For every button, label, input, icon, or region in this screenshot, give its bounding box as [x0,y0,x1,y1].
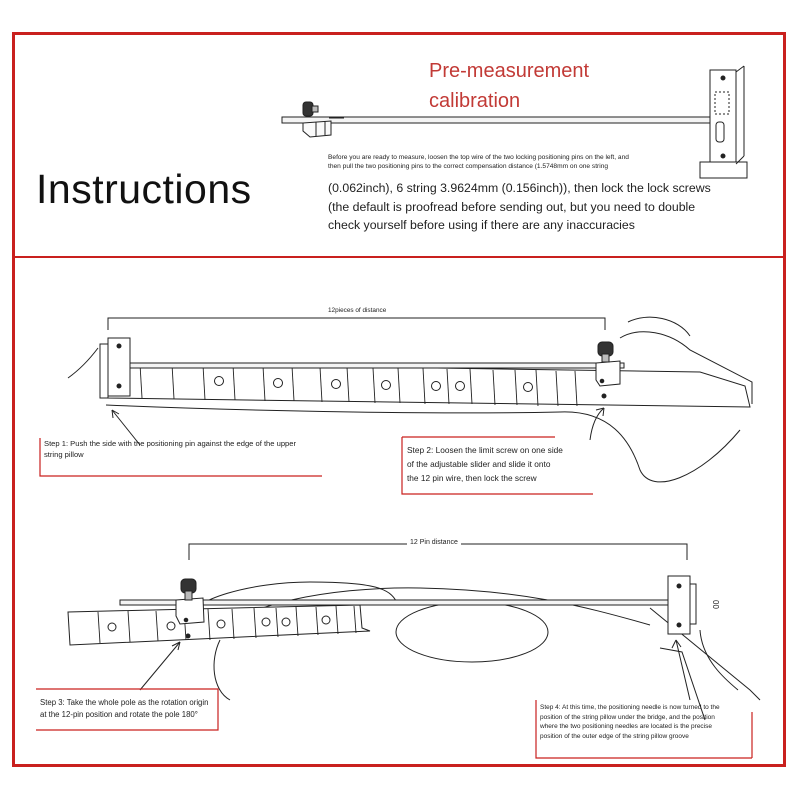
step4-text: Step 4: At this time, the positioning ne… [540,703,752,741]
bottom-diagram [67,543,761,721]
step1-text: Step 1: Push the side with the positioni… [44,438,334,460]
step4-line-3: where the two positioning needles are lo… [540,723,712,730]
top-distance-label: 12pieces of distance [325,307,390,314]
top-frets [139,363,578,407]
step1-line-1: Step 1: Push the side with the positioni… [44,439,297,448]
calibration-intro: Before you are ready to measure, loosen … [328,153,688,171]
step2-line-1: Step 2: Loosen the limit screw on one si… [407,445,563,455]
step4-line-1: Step 4: At this time, the positioning ne… [540,704,720,711]
top-diagram [67,316,753,483]
step2-line-2: of the adjustable slider and slide it on… [407,459,551,469]
calibration-body: (0.062inch), 6 string 3.9624mm (0.156inc… [328,179,728,235]
step-boxes-bottom [36,688,753,759]
section-divider [12,256,786,258]
bridge-mark: 00 [710,600,720,609]
calibration-tool [281,65,748,179]
step3-line-1: Step 3: Take the whole pole as the rotat… [40,698,209,707]
step2-text: Step 2: Loosen the limit screw on one si… [407,443,592,485]
page-title: Instructions [36,166,252,212]
step4-line-4: position of the outer edge of the string… [540,732,689,740]
calibration-title: Pre-measurement calibration [429,56,589,116]
calibration-body-line-3: check yourself before using if there are… [328,218,635,232]
bottom-frets [97,605,357,644]
calibration-title-line-1: Pre-measurement [429,60,590,82]
step1-line-2: string pillow [44,450,84,459]
calibration-intro-line-2: then pull the two positioning pins to th… [328,163,609,170]
bottom-inlays [107,615,331,632]
top-inlays [214,376,533,392]
step-boxes-top [39,436,593,495]
step3-text: Step 3: Take the whole pole as the rotat… [40,697,225,721]
outer-frame [12,32,786,767]
bottom-distance-label: 12 Pin distance [407,539,461,546]
calibration-title-line-2: calibration [429,90,521,112]
step2-line-3: the 12 pin wire, then lock the screw [407,473,537,483]
step4-line-2: position of the string pillow under the … [540,713,715,721]
step3-line-2: at the 12-pin position and rotate the po… [40,710,198,719]
calibration-intro-line-1: Before you are ready to measure, loosen … [328,154,629,161]
calibration-body-line-1: (0.062inch), 6 string 3.9624mm (0.156inc… [328,181,711,195]
calibration-body-line-2: (the default is proofread before sending… [328,199,696,214]
